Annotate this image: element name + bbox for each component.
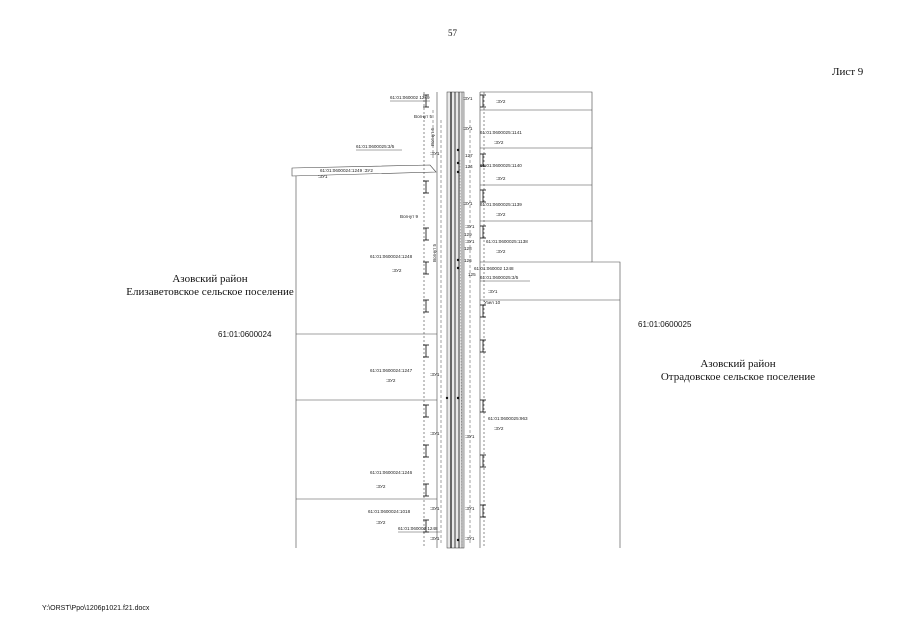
map-label: 61:01:0600025:1140: [480, 163, 522, 168]
map-label: 127: [465, 153, 473, 158]
sub-lines: [432, 110, 471, 545]
map-label: :ЗУ2: [496, 176, 506, 181]
map-label: 126: [464, 258, 472, 263]
map-label: :ЗУ2: [496, 212, 506, 217]
survey-point: [456, 396, 460, 400]
map-label: :ЗУ1: [430, 372, 440, 377]
map-label: 61:01:0600025:3/5: [480, 275, 519, 280]
map-label: 61:01:060002 1249: [390, 95, 430, 100]
survey-point: [456, 170, 460, 174]
map-label: :ЗУ1: [430, 506, 440, 511]
map-label: Вогнут 9: [400, 214, 419, 219]
region-left-label: Азовский район Елизаветовское сельское п…: [100, 273, 320, 299]
map-label: 61:01:060002 1248: [398, 526, 438, 531]
map-label: :ЗУ1: [488, 289, 498, 294]
map-label: :ЗУ2: [496, 99, 506, 104]
map-label: 61:01:0600024:1247: [370, 368, 413, 373]
map-label: :ЗУ1: [430, 151, 440, 156]
right-district: Азовский район: [700, 358, 776, 370]
map-label: :ЗУ2: [496, 249, 506, 254]
map-label: :ЗУ1: [430, 536, 440, 541]
map-label: 125: [468, 272, 476, 277]
map-label: Вогнут 5: [432, 243, 437, 262]
map-label: 61:01:0600024:1249 :ЗУ2: [320, 168, 373, 173]
survey-point: [456, 161, 460, 165]
file-path: Y:\ORST\Ppo\1206p1021.f21.docx: [42, 605, 150, 612]
map-label: :ЗУ2: [494, 426, 504, 431]
map-label: 128: [464, 246, 472, 251]
right-settlement: Отрадовское сельское поселение: [660, 371, 816, 383]
map-label: 61:01:0600024:1246: [370, 470, 413, 475]
map-label: 61:01:0600024:1018: [368, 509, 411, 514]
map-label: Узел 10: [484, 300, 501, 305]
corridor-band: [446, 91, 465, 549]
map-label: :ЗУ2: [392, 268, 402, 273]
map-label: 61:01:0600025:1138: [486, 239, 528, 244]
map-label: Вогнут 5: [414, 114, 433, 119]
map-label: 61:01:0600024:1248: [370, 254, 413, 259]
parcel-boundary-right-outer: [480, 91, 621, 548]
map-label: :ЗУ1: [465, 506, 475, 511]
map-label: :ЗУ1: [463, 126, 473, 131]
map-label: :ЗУ1: [465, 434, 475, 439]
section-ticks: [423, 94, 486, 533]
map-label: :ЗУ1: [430, 431, 440, 436]
main-corridor: [446, 91, 465, 549]
left-quarter-number: 61:01:0600024: [218, 330, 272, 339]
map-label: :ЗУ1: [463, 201, 473, 206]
map-label: :ЗУ1: [318, 174, 328, 179]
survey-point: [456, 148, 460, 152]
survey-point: [456, 258, 460, 262]
map-label: 61:01:0600025:1139: [480, 202, 522, 207]
region-right-label: Азовский район Отрадовское сельское посе…: [618, 358, 858, 384]
map-label: :ЗУ2: [386, 378, 396, 383]
survey-points: [445, 148, 460, 542]
map-label: :ЗУ2: [376, 484, 386, 489]
map-label: 124: [465, 164, 473, 169]
right-quarter-number: 61:01:0600025: [638, 320, 692, 329]
map-label: 61:01:0600025:963: [488, 416, 528, 421]
left-settlement: Елизаветовское сельское поселение: [126, 286, 294, 298]
survey-point: [456, 538, 460, 542]
map-label: 129: [464, 232, 472, 237]
parcel-boundaries: [291, 91, 621, 548]
sheet-label: Лист 9: [832, 66, 864, 78]
map-label: 61:01:0600025:3/5: [356, 144, 395, 149]
survey-point: [456, 266, 460, 270]
map-label: :ЗУ1: [463, 96, 473, 101]
map-label: :ЗУ1: [465, 239, 475, 244]
map-label: 61:01:0600025:1141: [480, 130, 522, 135]
left-district: Азовский район: [172, 273, 248, 285]
map-label: :ЗУ2: [376, 520, 386, 525]
map-label: Вогнут 6: [430, 127, 435, 146]
survey-point: [445, 396, 449, 400]
map-label: :ЗУ1: [465, 224, 475, 229]
map-label: 61:01:060002 1248: [474, 266, 514, 271]
map-label: :ЗУ1: [465, 536, 475, 541]
map-label: :ЗУ2: [494, 140, 504, 145]
page-number: 57: [448, 28, 457, 38]
parcel-strip: [291, 164, 437, 177]
map-labels: 61:01:060002 1249 :ЗУ1 :ЗУ2 Вогнут 5 Вог…: [318, 95, 530, 541]
